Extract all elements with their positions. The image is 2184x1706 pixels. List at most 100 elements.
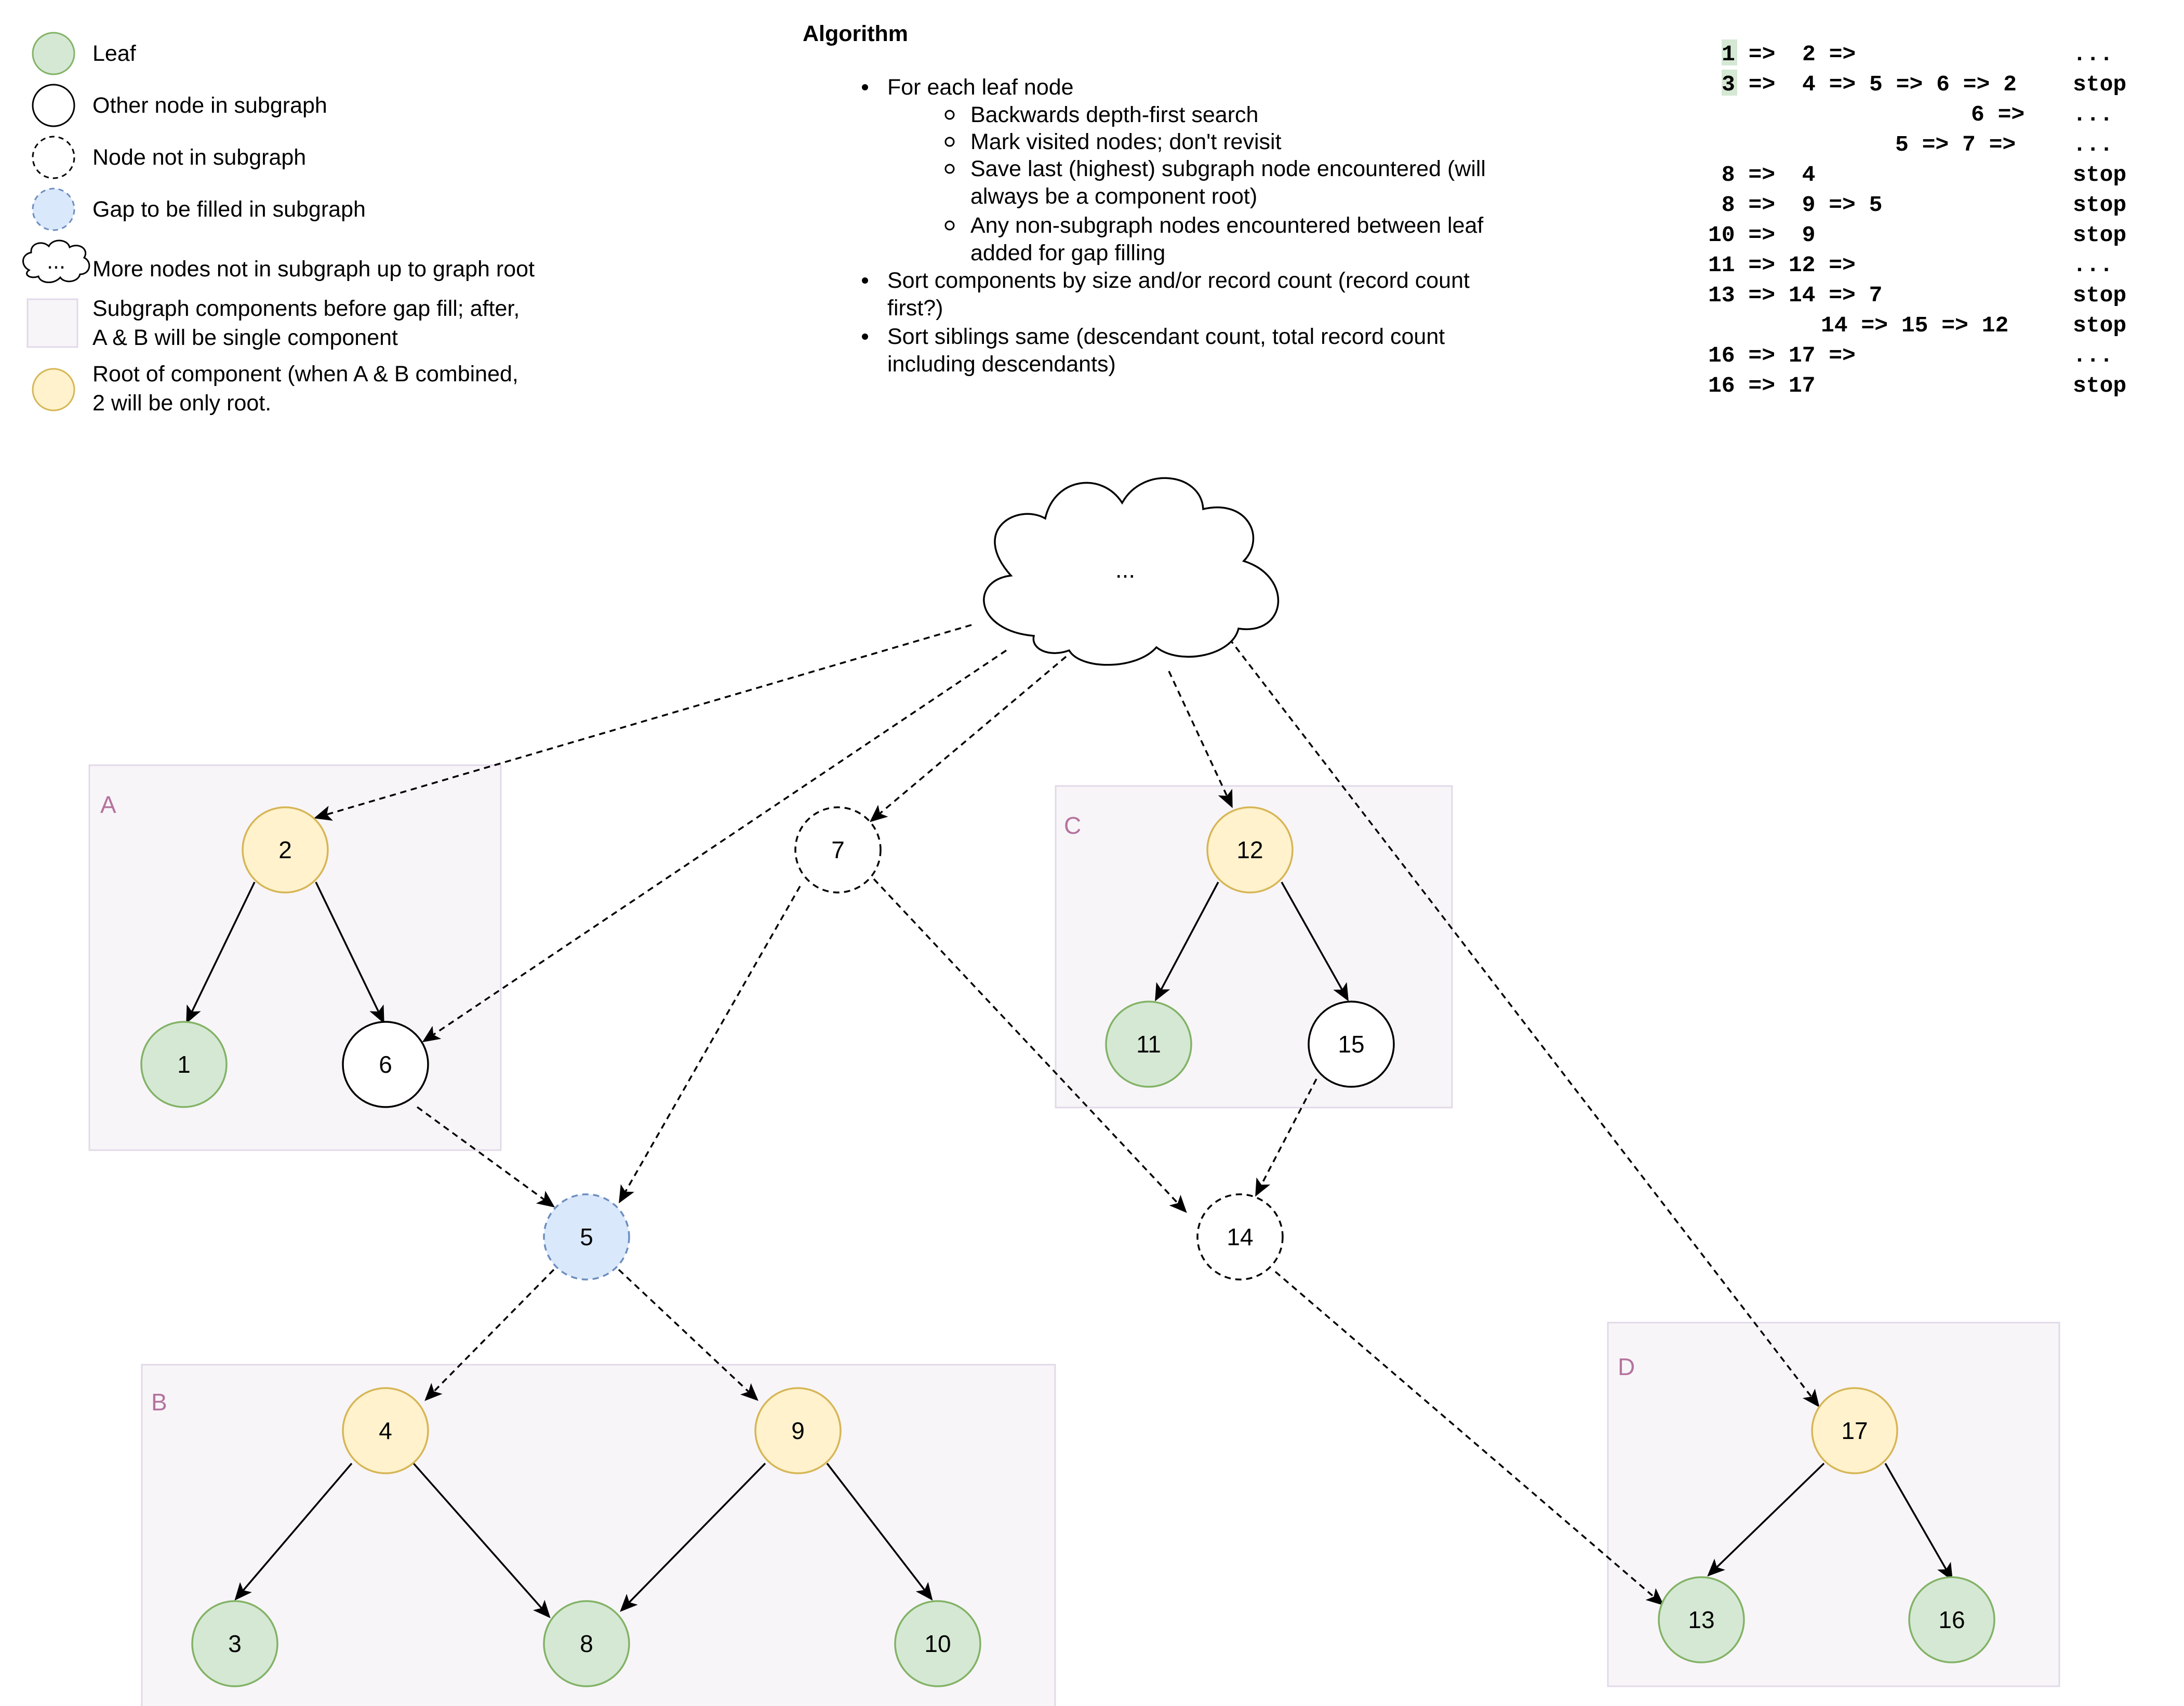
algorithm-step-1: For each leaf node (887, 75, 1074, 100)
trace-row-6: 8 => 9 => 5 (1708, 192, 1882, 218)
trace-row-8: 11 => 12 => (1708, 252, 1856, 278)
legend-gap-label: Gap to be filled in subgraph (92, 197, 366, 222)
edge-7-to-5 (619, 886, 801, 1204)
sub-bullet (944, 164, 955, 174)
edge-4-to-8 (412, 1462, 551, 1618)
node-2-label: 2 (278, 836, 292, 863)
node-13-label: 13 (1688, 1606, 1714, 1633)
edge-12-to-15 (1281, 882, 1349, 1002)
node-7-label: 7 (831, 836, 845, 863)
algorithm-step-1d-line1: Any non-subgraph nodes encountered betwe… (970, 213, 1484, 238)
node-9-label: 9 (791, 1417, 805, 1444)
node-15-label: 15 (1338, 1031, 1364, 1058)
trace-row-11-end: ... (2073, 343, 2113, 368)
node-11-label: 11 (1136, 1031, 1161, 1058)
legend: Leaf Other node in subgraph Node not in … (22, 32, 535, 416)
trace-row-3: 6 => (1971, 102, 2025, 127)
bullet (862, 84, 868, 90)
node-1: 1 (140, 1021, 228, 1108)
trace-row-7: 10 => 9 (1708, 222, 1815, 248)
edge-17-to-16 (1884, 1463, 1953, 1581)
trace-row-4-end: ... (2073, 132, 2113, 157)
edge-cloud-to-6 (422, 649, 1007, 1043)
node-8-label: 8 (580, 1630, 593, 1657)
trace-row-1-start: 1 (1722, 42, 1735, 67)
trace-row-6-end: stop (2073, 192, 2126, 218)
legend-gap-swatch (32, 188, 75, 231)
graph-root-cloud: ... (983, 477, 1280, 666)
node-14-label: 14 (1227, 1223, 1253, 1250)
trace-row-5: 8 => 4 (1708, 162, 1815, 188)
node-9: 9 (754, 1387, 842, 1474)
edge-cloud-to-2 (314, 624, 972, 821)
edge-17-to-13 (1707, 1462, 1825, 1577)
legend-components-label-1: Subgraph components before gap fill; aft… (92, 296, 520, 321)
node-3: 3 (191, 1600, 278, 1687)
node-4-label: 4 (379, 1417, 392, 1444)
trace-row-1: => 2 => (1735, 42, 1856, 67)
algorithm-step-1a: Backwards depth-first search (970, 102, 1258, 127)
sub-bullet (944, 110, 955, 120)
trace-row-9-end: stop (2073, 283, 2126, 308)
legend-other-label: Other node in subgraph (92, 93, 327, 118)
bullet (862, 277, 868, 284)
algorithm-step-3-line1: Sort siblings same (descendant count, to… (887, 324, 1445, 349)
trace-row-4: 5 => 7 => (1895, 132, 2016, 157)
edge-9-to-8 (620, 1462, 766, 1612)
algorithm-notes: Algorithm For each leaf node Backwards d… (803, 21, 1486, 377)
node-17-label: 17 (1841, 1417, 1868, 1444)
trace-row-2: => 4 => 5 => 6 => 2 (1735, 72, 2017, 97)
node-12-label: 12 (1236, 836, 1263, 863)
node-17: 17 (1811, 1387, 1898, 1474)
legend-leaf-label: Leaf (92, 41, 137, 66)
algorithm-step-1b: Mark visited nodes; don't revisit (970, 129, 1282, 154)
edge-cloud-to-12 (1168, 671, 1233, 808)
trace-table: 1 => 2 => ... 3 => 4 => 5 => 6 => 2 stop… (1708, 39, 2126, 398)
edge-9-to-10 (826, 1462, 933, 1601)
nodes: 2 1 6 7 12 11 15 5 (140, 806, 1995, 1687)
node-14: 14 (1196, 1193, 1284, 1281)
trace-row-7-end: stop (2073, 222, 2126, 248)
node-13: 13 (1658, 1576, 1745, 1663)
legend-leaf-swatch (32, 32, 75, 75)
node-16-label: 16 (1938, 1606, 1965, 1633)
edge-cloud-to-7 (869, 656, 1067, 822)
bullet (862, 334, 868, 340)
component-label-c: C (1064, 812, 1081, 839)
trace-row-1-end: ... (2073, 42, 2113, 67)
cloud-ellipsis: ... (1115, 556, 1135, 583)
node-5-label: 5 (580, 1223, 593, 1250)
legend-root-label-2: 2 will be only root. (92, 391, 271, 416)
trace-row-8-end: ... (2073, 252, 2113, 278)
node-16: 16 (1908, 1576, 1995, 1663)
component-label-b: B (151, 1389, 167, 1416)
component-label-a: A (100, 791, 116, 818)
node-6: 6 (342, 1021, 429, 1108)
trace-row-2-start: 3 (1722, 72, 1735, 97)
edge-2-to-1 (186, 882, 256, 1024)
trace-row-2-end: stop (2073, 72, 2126, 97)
algorithm-step-3-line2: including descendants) (887, 352, 1116, 377)
algorithm-step-2-line1: Sort components by size and/or record co… (887, 268, 1470, 293)
trace-row-5-end: stop (2073, 162, 2126, 188)
legend-root-swatch (32, 368, 75, 411)
node-10: 10 (894, 1600, 981, 1687)
edge-5-to-9 (618, 1269, 758, 1401)
node-7: 7 (794, 806, 882, 894)
legend-cloud-ellipsis: ... (47, 249, 65, 274)
trace-row-11: 16 => 17 => (1708, 343, 1856, 368)
edge-14-to-13 (1274, 1271, 1664, 1606)
node-1-label: 1 (177, 1051, 191, 1078)
edge-cloud-to-17 (1228, 637, 1820, 1408)
node-5: 5 (543, 1193, 630, 1281)
algorithm-step-2-line2: first?) (887, 296, 943, 321)
component-boxes: A C B D (88, 764, 2060, 1706)
node-10-label: 10 (924, 1630, 951, 1657)
legend-other-swatch (32, 84, 75, 127)
highlight-leaf-3 (1722, 70, 1737, 96)
legend-cloud-swatch: ... (22, 239, 90, 283)
node-12: 12 (1206, 806, 1294, 894)
trace-row-9: 13 => 14 => 7 (1708, 283, 1882, 308)
edge-12-to-11 (1155, 882, 1219, 1002)
trace-row-12-end: stop (2073, 373, 2126, 398)
